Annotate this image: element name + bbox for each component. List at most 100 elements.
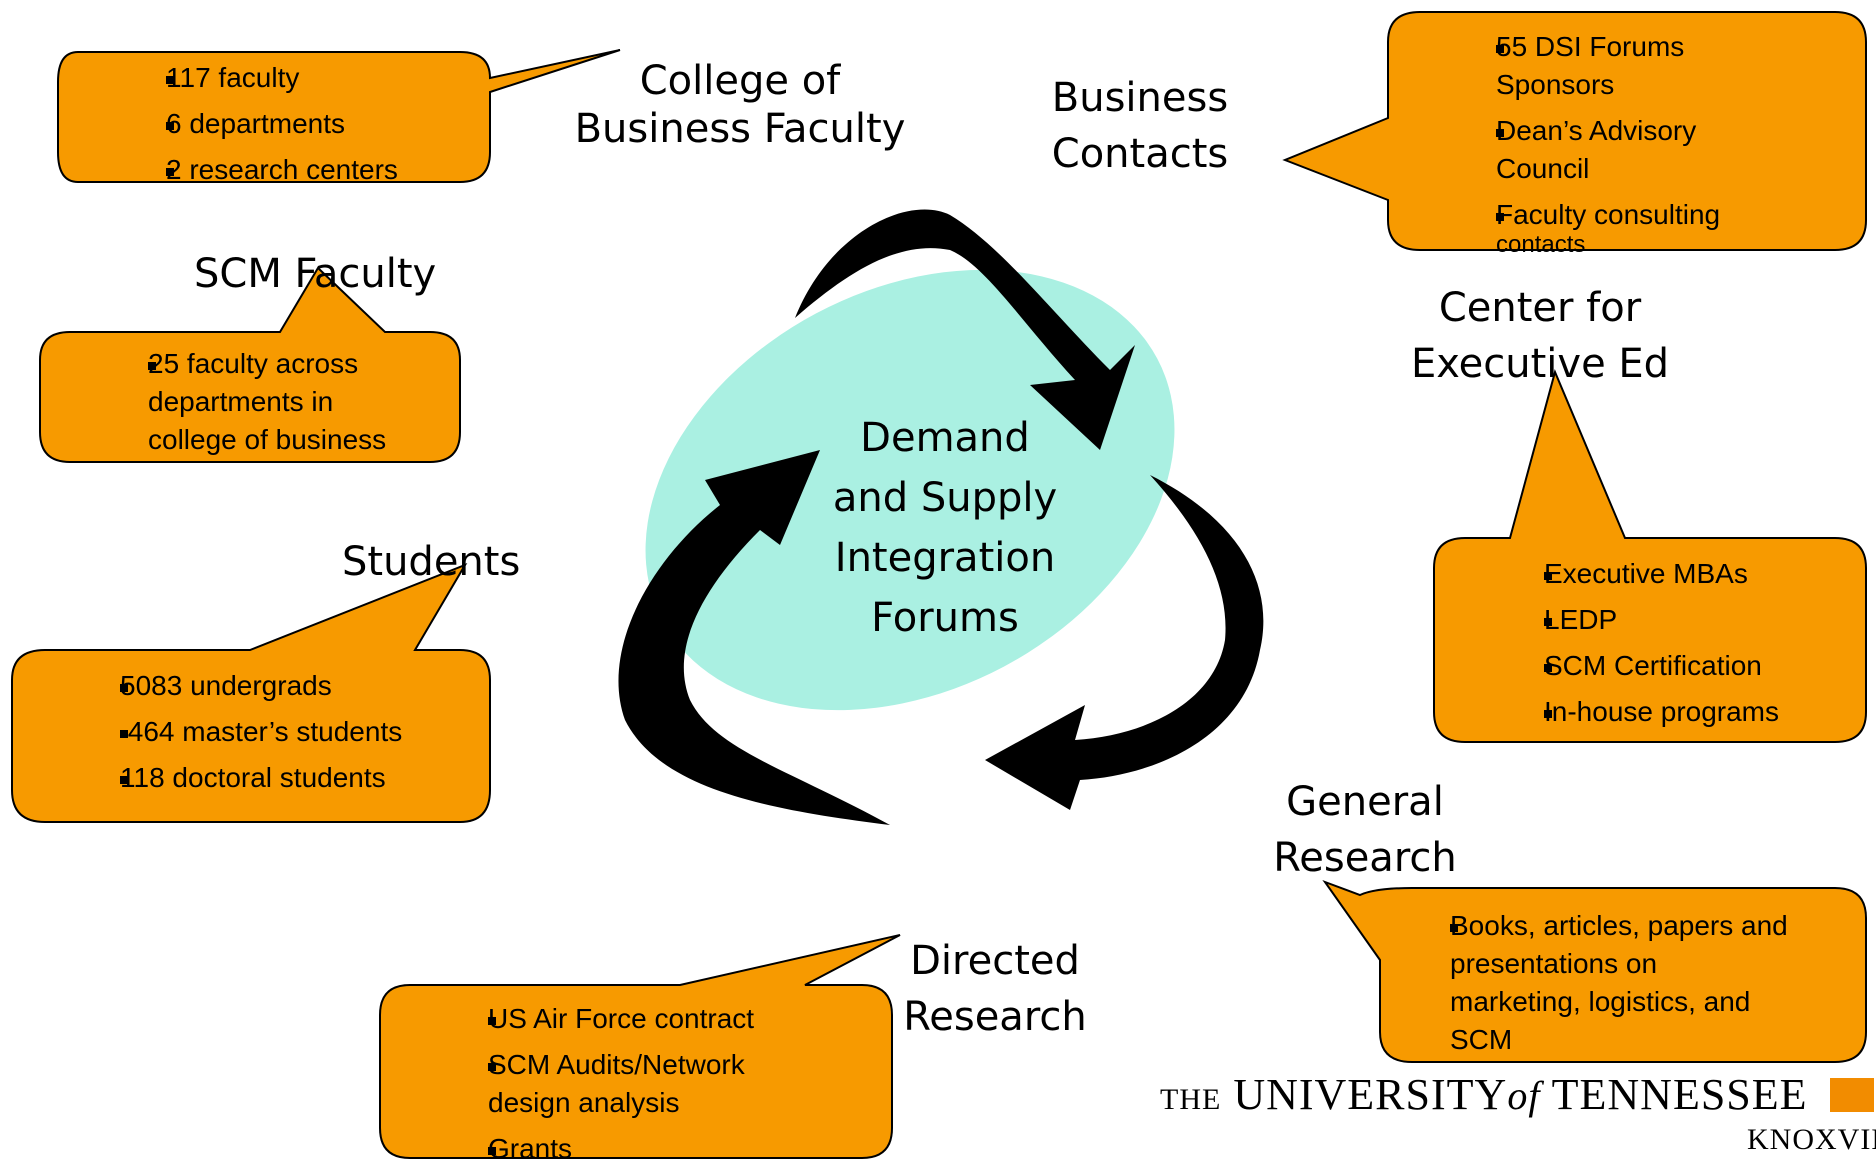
bullet-text: Dean’s Advisory (1496, 115, 1697, 146)
title-line: Center for (1438, 285, 1642, 331)
bullet-item bullet-continuation: Sponsors (1422, 66, 1720, 104)
bullet-text: Faculty consulting (1496, 199, 1721, 230)
center-line: Forums (871, 595, 1019, 641)
logo-tennessee: TENNESSEE (1551, 1070, 1808, 1119)
title-line: Business (1051, 75, 1229, 121)
university-logo: THE UNIVERSITYof TENNESSEE (1160, 1070, 1874, 1125)
callout-general-research (1322, 879, 1867, 1063)
title-line: Research (903, 994, 1087, 1040)
cycle-arrow-right (985, 475, 1264, 810)
callout-college-faculty (57, 49, 621, 183)
bullet-text: marketing, logistics, and (1450, 986, 1751, 1017)
bullet-text: design analysis (488, 1087, 680, 1118)
bullet-text: SCM (1450, 1024, 1513, 1055)
bullet-text: 118 doctoral students (120, 762, 386, 793)
title-line: Students (342, 539, 521, 585)
bullet-text: 6 departments (166, 108, 345, 139)
cycle-arrow-left (618, 450, 890, 825)
callout-scm-faculty (39, 266, 461, 463)
bullet-text: 5083 undergrads (120, 670, 332, 701)
bullet-item: SCM Audits/Network (418, 1046, 754, 1084)
title-line: Executive Ed (1410, 341, 1670, 387)
bullets-directed-research: US Air Force contract SCM Audits/Network… (418, 1000, 754, 1168)
bullet-item: 117 faculty (104, 59, 398, 97)
bullets-students: 5083 undergrads 464 master’s students 11… (48, 667, 402, 797)
bullets-general-research: Books, articles, papers and presentation… (1380, 907, 1788, 1059)
bullet-item bullet-continuation: design analysis (418, 1084, 754, 1122)
bullet-item: In-house programs (1452, 693, 1779, 731)
callout-business-contacts (1282, 11, 1867, 251)
center-line: Integration (834, 535, 1056, 581)
bullet-item: 464 master’s students (48, 713, 402, 751)
bullet-item bullet-continuation: Council (1422, 150, 1720, 188)
bullet-text: 2 research centers (166, 154, 398, 185)
bullet-item: 118 doctoral students (48, 759, 402, 797)
center-line: and Supply (832, 475, 1058, 521)
logo-university: UNIVERSITY (1233, 1070, 1508, 1119)
bullets-exec-ed: Executive MBAs LEDP SCM Certification In… (1452, 555, 1779, 731)
title-line: Business Faculty (574, 106, 906, 152)
title-line: Directed (910, 938, 1080, 984)
bullet-text: 464 master’s students (120, 716, 403, 747)
cycle-arrow-top (795, 209, 1135, 450)
bullet-text: SCM Certification (1544, 650, 1762, 681)
bullet-item: 25 faculty across (78, 345, 386, 383)
bullet-item: 5083 undergrads (48, 667, 402, 705)
title-line: College of (639, 58, 841, 104)
bullet-text: college of business (148, 424, 387, 455)
bullet-text: Council (1496, 153, 1590, 184)
bullet-text: Sponsors (1496, 69, 1615, 100)
bullets-scm-faculty: 25 faculty across departments in college… (78, 345, 386, 459)
bullets-college-faculty: 117 faculty 6 departments 2 research cen… (104, 59, 398, 189)
center-label: Demand and Supply Integration Forums (810, 414, 1080, 642)
bullet-item: 55 DSI Forums (1422, 28, 1720, 66)
node-title-business-contacts: Business Contacts (1030, 74, 1250, 178)
bullet-item: Grants (418, 1130, 754, 1168)
bullet-text: 25 faculty across (148, 348, 359, 379)
bullet-item: Faculty consulting (1422, 196, 1720, 234)
title-line: General (1286, 779, 1444, 825)
bullet-text: Books, articles, papers and (1450, 910, 1788, 941)
bullet-text: US Air Force contract (488, 1003, 755, 1034)
bullet-item bullet-continuation: college of business (78, 421, 386, 459)
center-line: Demand (860, 415, 1030, 461)
bullet-text: LEDP (1544, 604, 1618, 635)
title-line: Research (1273, 835, 1457, 881)
bullet-item bullet-continuation: presentations on (1380, 945, 1788, 983)
bullet-item: Executive MBAs (1452, 555, 1779, 593)
node-title-students: Students (342, 538, 520, 586)
bullets-business-contacts: 55 DSI Forums Sponsors Dean’s Advisory C… (1422, 28, 1720, 258)
node-title-general-research: General Research (1250, 778, 1480, 882)
bullet-text: Executive MBAs (1544, 558, 1748, 589)
bullet-text: 55 DSI Forums (1496, 31, 1685, 62)
bullet-item: US Air Force contract (418, 1000, 754, 1038)
logo-the: THE (1160, 1083, 1222, 1116)
bullet-text: contacts (1496, 231, 1586, 258)
bullet-item: Dean’s Advisory (1422, 112, 1720, 150)
forum-ellipse (645, 269, 1175, 711)
bullet-item bullet-continuation: departments in (78, 383, 386, 421)
bullet-text: departments in (148, 386, 334, 417)
bullet-item bullet-continuation: SCM (1380, 1021, 1788, 1059)
bullet-text: Grants (488, 1133, 573, 1164)
title-line: SCM Faculty (194, 251, 437, 297)
bullet-item: Books, articles, papers and (1380, 907, 1788, 945)
node-title-college-faculty: College of Business Faculty (560, 57, 920, 153)
callout-students (11, 563, 491, 823)
bullet-item: 6 departments (104, 105, 398, 143)
bullet-text: 117 faculty (166, 62, 300, 93)
logo-city: KNOXVILLE (1747, 1123, 1876, 1156)
bullet-text: SCM Audits/Network (488, 1049, 745, 1080)
bullet-text: presentations on (1450, 948, 1658, 979)
bullet-item bullet-continuation: marketing, logistics, and (1380, 983, 1788, 1021)
bullet-item: 2 research centers (104, 151, 398, 189)
bullet-item: SCM Certification (1452, 647, 1779, 685)
node-title-exec-ed: Center for Executive Ed (1380, 284, 1700, 388)
ut-mark-icon (1829, 1077, 1874, 1112)
bullet-item: LEDP (1452, 601, 1779, 639)
bullet-text: In-house programs (1544, 696, 1780, 727)
node-title-scm-faculty: SCM Faculty (194, 250, 436, 298)
node-title-directed-research: Directed Research (885, 937, 1105, 1041)
title-line: Contacts (1051, 131, 1229, 177)
